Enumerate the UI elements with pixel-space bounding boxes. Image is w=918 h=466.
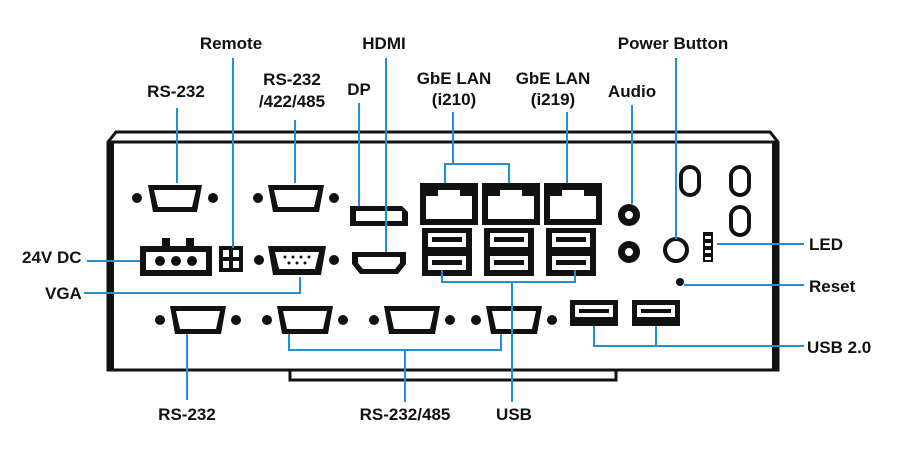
led-indicators bbox=[703, 232, 713, 262]
rs232-port-bottom bbox=[155, 306, 241, 334]
vga-port bbox=[254, 246, 339, 275]
label-24v-dc: 24V DC bbox=[22, 248, 82, 267]
label-audio: Audio bbox=[608, 82, 656, 101]
label-hdmi: HDMI bbox=[362, 34, 405, 53]
label-rs232-485: RS-232/485 bbox=[360, 405, 451, 424]
label-remote: Remote bbox=[200, 34, 262, 53]
label-power-button: Power Button bbox=[618, 34, 729, 53]
usb-ports-stack-1 bbox=[422, 228, 472, 276]
leader-usb-2-0 bbox=[593, 326, 804, 347]
label-rs232-top: RS-232 bbox=[147, 82, 205, 101]
label-gbe-lan-i210-line1: GbE LAN bbox=[417, 69, 492, 88]
label-dp: DP bbox=[347, 80, 371, 99]
remote-connector bbox=[219, 246, 243, 272]
label-led: LED bbox=[809, 235, 843, 254]
label-rs232-422-485-line2: /422/485 bbox=[259, 92, 325, 111]
usb-2-0-port-2 bbox=[632, 300, 680, 326]
leader-gbe-i210-b bbox=[453, 163, 510, 183]
label-reset: Reset bbox=[809, 277, 856, 296]
label-gbe-lan-i219-line1: GbE LAN bbox=[516, 69, 591, 88]
rs232-422-485-port bbox=[253, 185, 339, 212]
displayport-port bbox=[350, 206, 408, 226]
chassis bbox=[106, 130, 780, 382]
label-gbe-lan-i219-line2: (i219) bbox=[531, 90, 575, 109]
dc-24v-terminal bbox=[140, 238, 212, 276]
label-rs232-422-485-line1: RS-232 bbox=[263, 70, 321, 89]
leader-lines bbox=[84, 58, 804, 402]
label-usb: USB bbox=[496, 405, 532, 424]
label-rs232-bottom: RS-232 bbox=[158, 405, 216, 424]
reset-hole bbox=[676, 278, 684, 286]
lan-port-3 bbox=[544, 183, 602, 225]
label-gbe-lan-i210-line2: (i210) bbox=[432, 90, 476, 109]
leader-vga bbox=[84, 277, 301, 294]
lan-port-1 bbox=[420, 183, 478, 225]
leader-gbe-i210 bbox=[444, 112, 454, 183]
leader-rs232-485-bus bbox=[288, 334, 502, 351]
leader-usb-bus bbox=[441, 270, 576, 283]
label-usb-2-0: USB 2.0 bbox=[807, 338, 871, 357]
rs232-485-port-2 bbox=[369, 306, 455, 334]
usb-2-0-port-1 bbox=[570, 300, 618, 326]
power-button bbox=[663, 237, 689, 263]
rs232-485-port-1 bbox=[262, 306, 348, 334]
rs232-485-port-3 bbox=[471, 306, 557, 334]
usb-ports-stack-2 bbox=[484, 228, 534, 276]
hdmi-port bbox=[352, 252, 406, 274]
usb-ports-stack-3 bbox=[546, 228, 596, 276]
lan-port-2 bbox=[482, 183, 540, 225]
antenna-holes bbox=[679, 165, 751, 237]
audio-jacks bbox=[618, 204, 640, 263]
rs232-port-top bbox=[132, 185, 218, 212]
labels: Remote HDMI Power Button RS-232 RS-232 /… bbox=[22, 34, 871, 424]
label-vga: VGA bbox=[45, 284, 82, 303]
